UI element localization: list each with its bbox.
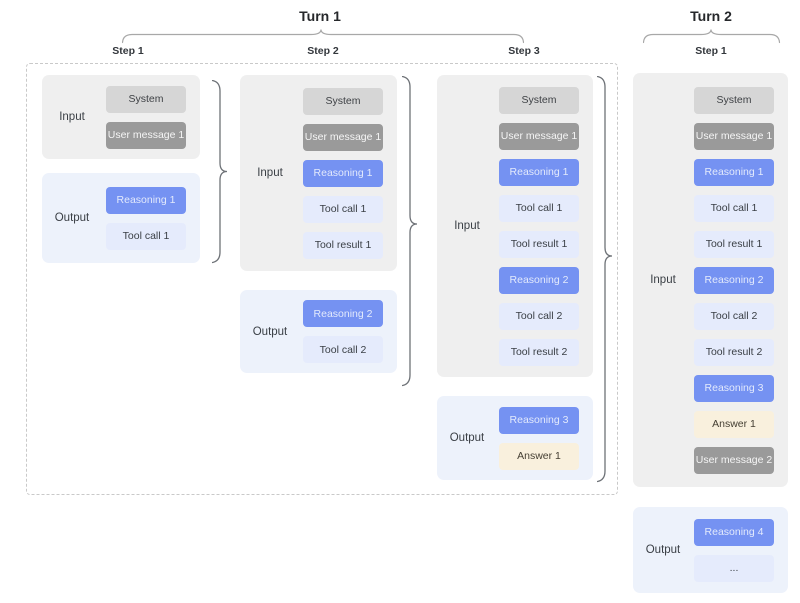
output-label: Output xyxy=(252,325,288,338)
chip-tool-call-2: Tool call 2 xyxy=(499,302,579,330)
turn1-step3-output-chips: Reasoning 3 Answer 1 xyxy=(499,406,579,470)
chip-ellipsis: ... xyxy=(694,554,774,582)
output-label: Output xyxy=(645,544,681,556)
chip-system: System xyxy=(499,86,579,114)
chip-user-message-2: User message 2 xyxy=(694,446,774,474)
chip-tool-result-2: Tool result 2 xyxy=(499,338,579,366)
step1-to-step2-brace xyxy=(212,80,228,264)
chip-system: System xyxy=(106,85,186,113)
turn1-step3-label: Step 3 xyxy=(508,45,540,57)
chip-reasoning-1: Reasoning 1 xyxy=(694,158,774,186)
chip-system: System xyxy=(694,86,774,114)
turn1-step2-output-box: Output Reasoning 2 Tool call 2 xyxy=(240,290,397,373)
chip-reasoning-2: Reasoning 2 xyxy=(303,300,383,327)
chip-reasoning-1: Reasoning 1 xyxy=(499,158,579,186)
chip-user-message-1: User message 1 xyxy=(694,122,774,150)
chip-reasoning-2: Reasoning 2 xyxy=(499,266,579,294)
turn2-step1-output-chips: Reasoning 4... xyxy=(694,518,774,582)
chip-tool-result-1: Tool result 1 xyxy=(694,230,774,258)
chip-reasoning-2: Reasoning 2 xyxy=(694,266,774,294)
chip-reasoning-1: Reasoning 1 xyxy=(303,159,383,187)
turn-2-label: Turn 2 xyxy=(690,8,732,24)
turn1-step3-output-box: Output Reasoning 3 Answer 1 xyxy=(437,396,593,480)
turn1-step1-label: Step 1 xyxy=(112,45,144,57)
chip-tool-result-2: Tool result 2 xyxy=(694,338,774,366)
turn1-step2-output-chips: Reasoning 2 Tool call 2 xyxy=(303,300,383,363)
chip-reasoning-4: Reasoning 4 xyxy=(694,518,774,546)
chip-reasoning-3: Reasoning 3 xyxy=(694,374,774,402)
turn-1-label: Turn 1 xyxy=(299,8,341,24)
turn1-step2-label: Step 2 xyxy=(307,45,339,57)
chip-reasoning-1: Reasoning 1 xyxy=(106,186,186,214)
input-label: Input xyxy=(650,274,676,286)
input-label: Input xyxy=(59,111,85,123)
chip-reasoning-3: Reasoning 3 xyxy=(499,406,579,434)
turn2-step1-label: Step 1 xyxy=(695,45,727,57)
chip-answer-1: Answer 1 xyxy=(694,410,774,438)
chip-tool-result-1: Tool result 1 xyxy=(303,231,383,259)
chip-answer-1: Answer 1 xyxy=(499,442,579,470)
chip-tool-call-1: Tool call 1 xyxy=(303,195,383,223)
input-label: Input xyxy=(257,167,283,179)
chip-user-message-1: User message 1 xyxy=(499,122,579,150)
chip-tool-call-2: Tool call 2 xyxy=(303,336,383,363)
output-label: Output xyxy=(449,432,485,444)
input-label: Input xyxy=(454,220,480,232)
chip-tool-result-1: Tool result 1 xyxy=(499,230,579,258)
turn-2-brace xyxy=(643,29,781,44)
step3-to-turn2-brace xyxy=(597,76,613,483)
chip-tool-call-1: Tool call 1 xyxy=(499,194,579,222)
chip-user-message-1: User message 1 xyxy=(106,121,186,149)
turn-1-brace xyxy=(122,29,524,44)
chip-user-message-1: User message 1 xyxy=(303,123,383,151)
turn1-step1-output-box: Output Reasoning 1 Tool call 1 xyxy=(42,173,200,263)
turn-1-boundary xyxy=(26,63,618,495)
chip-tool-call-1: Tool call 1 xyxy=(694,194,774,222)
chip-system: System xyxy=(303,87,383,115)
chip-tool-call-2: Tool call 2 xyxy=(694,302,774,330)
output-label: Output xyxy=(54,212,90,224)
chip-tool-call-1: Tool call 1 xyxy=(106,222,186,250)
turn1-step1-output-chips: Reasoning 1 Tool call 1 xyxy=(106,186,186,250)
turn2-step1-output-box: Output Reasoning 4... xyxy=(633,507,788,593)
step2-to-step3-brace xyxy=(402,76,418,387)
